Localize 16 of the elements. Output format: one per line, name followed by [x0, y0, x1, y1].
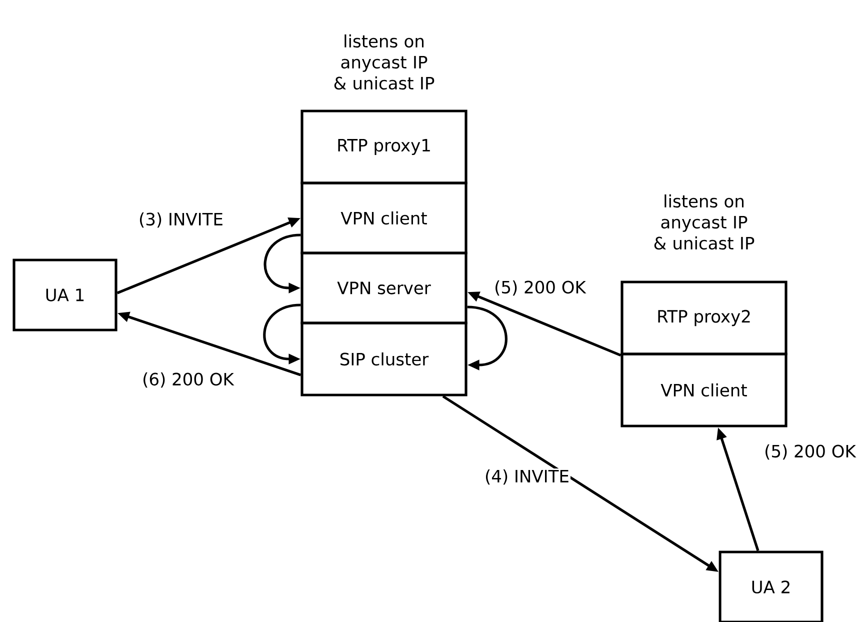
edge-label: (6) 200 OK [141, 371, 235, 389]
box: VPN client [620, 352, 788, 428]
box: UA 2 [718, 550, 824, 622]
box: SIP cluster [300, 322, 468, 396]
edge-label: (4) INVITE [484, 468, 570, 486]
box: VPN server [300, 252, 468, 324]
note-text: listens on anycast IP & unicast IP [334, 34, 434, 90]
edge-label: (3) INVITE [138, 211, 224, 229]
box: VPN client [300, 182, 468, 254]
edge-label: (5) 200 OK [493, 279, 587, 297]
arrow [467, 306, 508, 370]
box: RTP proxy2 [620, 280, 788, 356]
box: RTP proxy1 [300, 110, 468, 184]
note-text: listens on anycast IP & unicast IP [654, 194, 754, 250]
edge-label: (5) 200 OK [763, 443, 857, 461]
box: UA 1 [12, 258, 118, 332]
